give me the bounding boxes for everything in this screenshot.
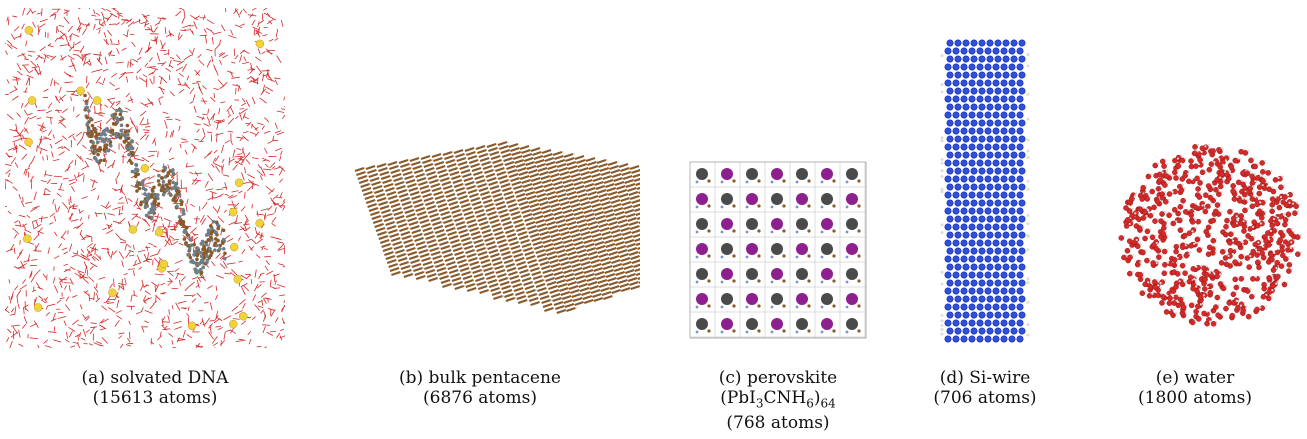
caption-atoms: (706 atoms) <box>933 388 1037 408</box>
caption-water: (e) water (1800 atoms) <box>1120 368 1270 408</box>
bulk-pentacene-image <box>354 140 640 315</box>
caption-bulk-pentacene: (b) bulk pentacene (6876 atoms) <box>380 368 580 408</box>
panel-perovskite <box>688 160 868 340</box>
perovskite-image <box>689 161 867 339</box>
si-wire-image <box>940 39 1030 343</box>
caption-label: (d) Si-wire <box>939 368 1031 388</box>
caption-atoms: (15613 atoms) <box>92 388 218 408</box>
solvated-dna-image <box>5 8 285 348</box>
caption-atoms: (1800 atoms) <box>1138 388 1252 408</box>
panel-bulk-pentacene <box>350 115 640 350</box>
caption-solvated-dna: (a) solvated DNA (15613 atoms) <box>55 368 255 408</box>
panel-si-wire <box>940 35 1030 355</box>
water-image <box>1118 143 1302 327</box>
panel-water <box>1115 130 1307 340</box>
caption-atoms: (768 atoms) <box>726 413 830 434</box>
panel-solvated-dna <box>5 8 285 348</box>
caption-label: (e) water <box>1155 368 1235 388</box>
caption-formula: (PbI3CNH6)64 <box>720 388 836 411</box>
caption-atoms: (6876 atoms) <box>423 388 537 408</box>
caption-si-wire: (d) Si-wire (706 atoms) <box>905 368 1065 408</box>
caption-label: (a) solvated DNA <box>81 368 229 388</box>
caption-label: (b) bulk pentacene <box>399 368 561 388</box>
caption-label: (c) perovskite <box>718 368 838 388</box>
caption-perovskite: (c) perovskite (PbI3CNH6)64 (768 atoms) <box>678 368 878 433</box>
